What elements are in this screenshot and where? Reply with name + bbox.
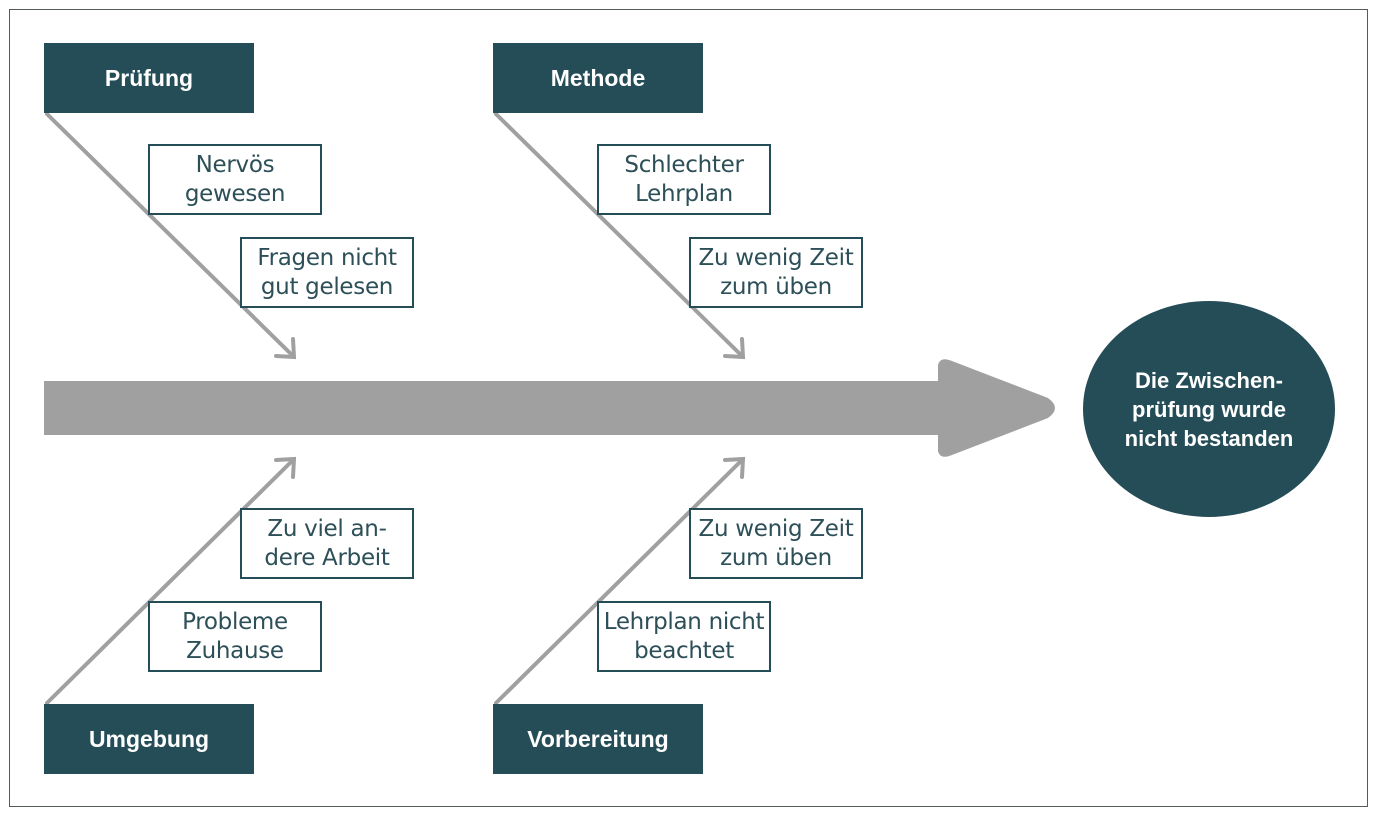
bone-methode-arrowhead <box>723 337 746 360</box>
category-umgebung: Umgebung <box>44 704 254 774</box>
bone-pruefung-arrowhead <box>274 337 297 360</box>
bone-umgebung-arrowhead <box>274 456 297 479</box>
bone-vorbereitung-arrowhead <box>723 456 746 479</box>
cause-box: Schlechter Lehrplan <box>597 144 771 215</box>
cause-label: Schlechter Lehrplan <box>624 151 744 207</box>
cause-box: Zu wenig Zeit zum üben <box>689 237 863 308</box>
cause-box: Nervös gewesen <box>148 144 322 215</box>
bone-umgebung <box>45 458 295 705</box>
category-vorbereitung: Vorbereitung <box>493 704 703 774</box>
effect-label: Die Zwischen- prüfung wurde nicht bestan… <box>1124 367 1294 451</box>
cause-label: Nervös gewesen <box>184 151 286 207</box>
cause-box: Zu wenig Zeit zum üben <box>689 508 863 579</box>
bone-vorbereitung <box>494 458 744 705</box>
bone-pruefung <box>45 112 295 358</box>
cause-label: Probleme Zuhause <box>182 608 288 664</box>
cause-box: Lehrplan nicht beachtet <box>597 601 771 672</box>
spine-arrow <box>44 359 1055 457</box>
cause-label: Lehrplan nicht beachtet <box>603 608 765 664</box>
cause-box: Fragen nicht gut gelesen <box>240 237 414 308</box>
cause-box: Zu viel an- dere Arbeit <box>240 508 414 579</box>
cause-label: Zu wenig Zeit zum üben <box>698 515 854 571</box>
cause-label: Zu viel an- dere Arbeit <box>264 515 390 571</box>
category-methode: Methode <box>493 43 703 113</box>
bone-methode <box>494 112 744 358</box>
cause-box: Probleme Zuhause <box>148 601 322 672</box>
category-pruefung: Prüfung <box>44 43 254 113</box>
effect-ellipse: Die Zwischen- prüfung wurde nicht bestan… <box>1083 301 1335 517</box>
cause-label: Zu wenig Zeit zum üben <box>698 244 854 300</box>
cause-label: Fragen nicht gut gelesen <box>257 244 397 300</box>
